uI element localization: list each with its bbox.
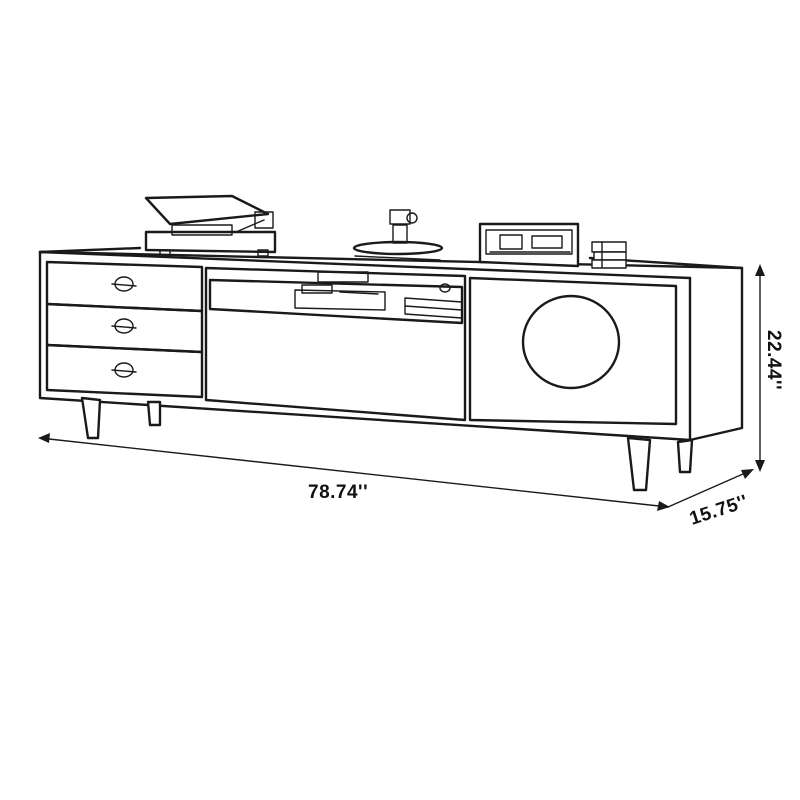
arrow-right-icon xyxy=(657,501,670,511)
leg-front-right xyxy=(626,436,652,492)
depth-label: 15.75'' xyxy=(687,491,751,530)
shelf-device-icon xyxy=(317,271,369,283)
door-panel xyxy=(468,276,678,426)
door-round-window-icon xyxy=(521,294,621,390)
middle-compartment xyxy=(204,266,467,422)
drawer-3 xyxy=(45,343,204,399)
width-dimension: 78.74'' xyxy=(38,433,670,511)
arrow-up-icon xyxy=(755,264,765,276)
depth-dimension: 15.75'' xyxy=(667,469,754,530)
middle-frame xyxy=(204,266,467,422)
legs xyxy=(80,396,694,492)
shelf-round-knob-icon xyxy=(439,283,451,293)
leg-back-right xyxy=(676,438,694,474)
width-label: 78.74'' xyxy=(308,482,368,503)
leg-back-left xyxy=(146,400,162,427)
drawer-handle-icon xyxy=(111,362,137,378)
camera-figurine-icon xyxy=(352,209,444,261)
drawer-handle-icon xyxy=(111,318,137,334)
arrow-left-icon xyxy=(38,433,50,443)
cabinet-front-face xyxy=(38,250,744,442)
leg-front-left xyxy=(80,396,102,440)
arrow-down-icon xyxy=(755,460,765,472)
cabinet xyxy=(38,246,744,492)
drawer-handle-icon xyxy=(111,276,137,292)
shelf-turntable-icon xyxy=(294,284,386,311)
turntable-icon xyxy=(144,194,277,257)
cabinet-front-top-edge xyxy=(38,250,692,280)
height-dimension: 22.44'' xyxy=(755,264,784,472)
right-door xyxy=(468,276,678,426)
radio-icon xyxy=(478,222,580,268)
shelf-front-edge xyxy=(209,308,463,324)
arrow-depth-icon xyxy=(741,469,754,479)
shelf-books-icon xyxy=(404,297,463,319)
height-label: 22.44'' xyxy=(763,330,784,390)
drawer-column xyxy=(45,260,204,399)
book-stack-icon xyxy=(591,241,627,269)
